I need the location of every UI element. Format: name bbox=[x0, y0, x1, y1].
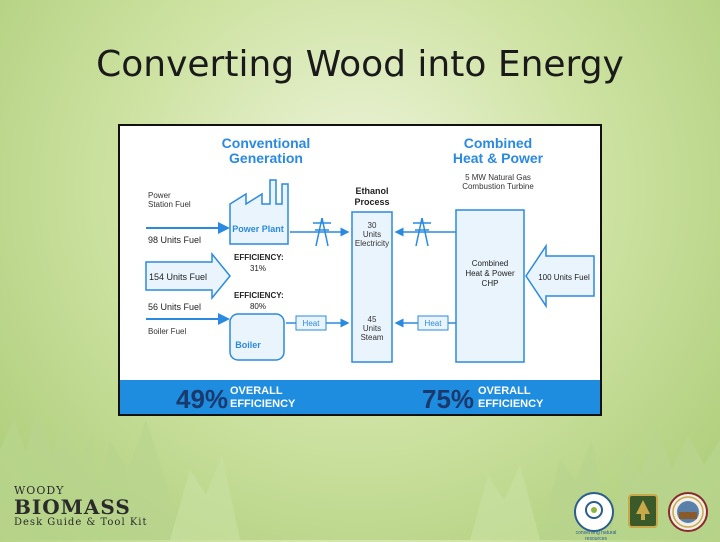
chp-box bbox=[455, 209, 525, 363]
turbine-1: 5 MW Natural Gas bbox=[465, 173, 531, 182]
boiler-label: Boiler bbox=[235, 340, 261, 350]
ethanol-2: Process bbox=[354, 197, 389, 207]
steam-1: 45 bbox=[368, 315, 377, 324]
ethanol-1: Ethanol bbox=[356, 186, 389, 196]
overall-right-line2: EFFICIENCY bbox=[478, 398, 544, 410]
right-heading-2: Heat & Power bbox=[453, 150, 544, 166]
slide-title: Converting Wood into Energy bbox=[96, 44, 624, 85]
left-heading-1: Conventional bbox=[222, 135, 311, 151]
steam-3: Steam bbox=[360, 333, 383, 342]
right-heading-1: Combined bbox=[464, 135, 532, 151]
forest-service-shield-icon bbox=[628, 494, 658, 528]
diagram-graphic: Conventional Generation Combined Heat & … bbox=[145, 135, 595, 363]
chp-3: CHP bbox=[482, 279, 499, 288]
fuel-154-arrow bbox=[145, 251, 231, 301]
power-station-1: Power bbox=[148, 191, 171, 200]
eff-value-1: 31% bbox=[250, 264, 266, 273]
fuel-56-label: 56 Units Fuel bbox=[148, 302, 201, 312]
logo-small-text: WOODY bbox=[14, 484, 65, 497]
overall-left-line1: OVERALL bbox=[230, 385, 283, 397]
chp-diagram: Conventional Generation Combined Heat & … bbox=[118, 124, 602, 416]
logo-big-text: BIOMASS bbox=[14, 495, 131, 519]
overall-left-pct: 49% bbox=[176, 384, 229, 414]
steam-2: Units bbox=[363, 324, 381, 333]
boiler-fuel-label: Boiler Fuel bbox=[148, 327, 186, 336]
left-heading-2: Generation bbox=[229, 150, 303, 166]
eff-value-2: 80% bbox=[250, 302, 266, 311]
overall-right-line1: OVERALL bbox=[478, 385, 531, 397]
heat-left-label: Heat bbox=[303, 319, 321, 328]
turbine-2: Combustion Turbine bbox=[462, 182, 534, 191]
fuel-100-label: 100 Units Fuel bbox=[538, 273, 590, 282]
fuel-98-label: 98 Units Fuel bbox=[148, 235, 201, 245]
conservation-seal-icon bbox=[574, 492, 614, 532]
electricity-1: 30 bbox=[368, 221, 377, 230]
chp-1: Combined bbox=[472, 259, 508, 268]
overall-left-label: OVERALL EFFICIENCY bbox=[230, 385, 295, 411]
power-plant-label: Power Plant bbox=[232, 224, 284, 234]
fuel-100-arrow bbox=[525, 243, 595, 309]
power-station-2: Station Fuel bbox=[148, 200, 191, 209]
chp-2: Heat & Power bbox=[465, 269, 515, 278]
seal-caption: conserving natural resources bbox=[575, 530, 617, 542]
heat-right-label: Heat bbox=[425, 319, 443, 328]
eff-label-2: EFFICIENCY: bbox=[234, 291, 284, 300]
ethanol-process-box bbox=[351, 211, 393, 363]
efficiency-bar bbox=[120, 380, 600, 414]
electricity-3: Electricity bbox=[355, 239, 389, 248]
fuel-154-label: 154 Units Fuel bbox=[149, 272, 207, 282]
logo-sub-text: Desk Guide & Tool Kit bbox=[14, 517, 148, 528]
agency-seal-icon bbox=[668, 492, 708, 532]
electricity-2: Units bbox=[363, 230, 381, 239]
overall-right-pct: 75% bbox=[422, 384, 475, 414]
overall-right-label: OVERALL EFFICIENCY bbox=[478, 385, 543, 411]
overall-left-line2: EFFICIENCY bbox=[230, 398, 296, 410]
boiler-icon bbox=[229, 313, 285, 361]
woody-biomass-logo: WOODY BIOMASS Desk Guide & Tool Kit bbox=[14, 484, 148, 528]
eff-label-1: EFFICIENCY: bbox=[234, 253, 284, 262]
power-plant-icon bbox=[229, 179, 289, 245]
